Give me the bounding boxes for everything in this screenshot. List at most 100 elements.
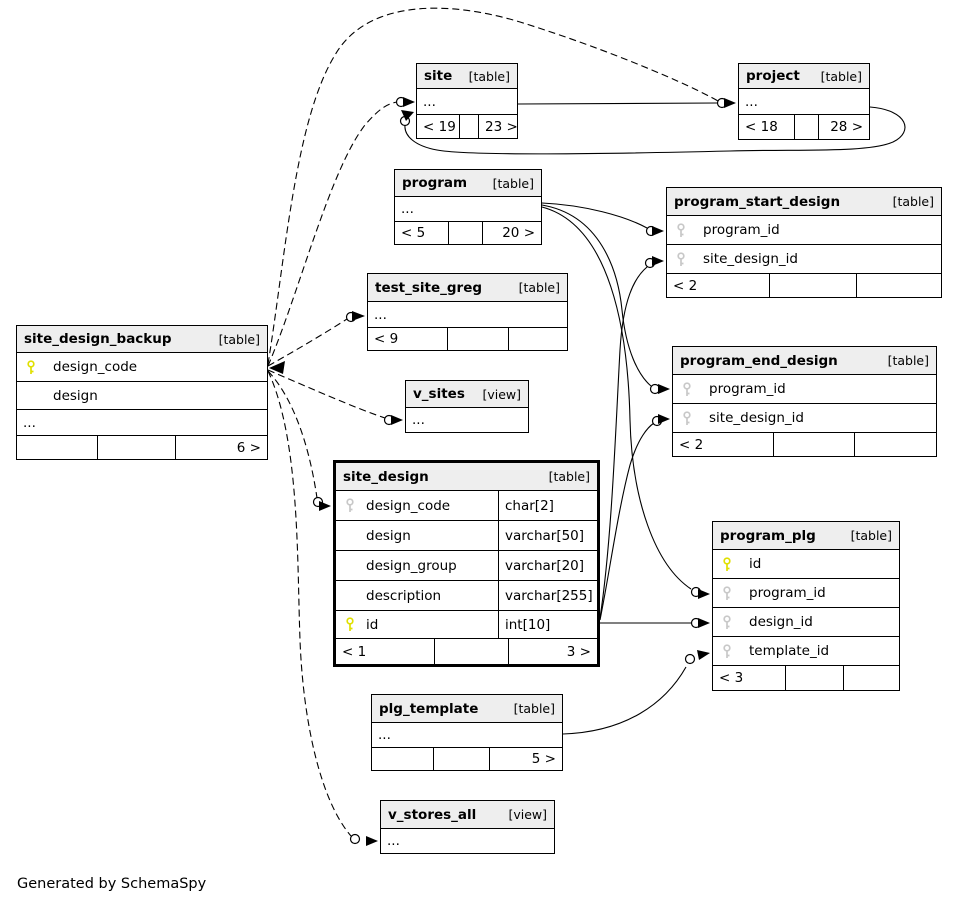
ellipsis-row: ... (368, 302, 567, 328)
column-name: design (366, 527, 411, 544)
column-name: design_code (53, 359, 138, 375)
table-test-site-greg[interactable]: test_site_greg [table] ... < 9 (367, 273, 568, 351)
ellipsis-row: ... (412, 412, 425, 428)
primary-key-icon (342, 617, 358, 632)
ellipsis-row: ... (372, 723, 562, 748)
primary-key-icon (719, 556, 735, 572)
parents-count: < 2 (679, 436, 704, 453)
column-row: id (713, 550, 899, 579)
column-row: design_id (713, 608, 899, 637)
column-name: site_design_id (703, 251, 798, 267)
column-row: design (17, 382, 267, 410)
table-kind: [table] (892, 194, 934, 209)
table-kind: [view] (482, 386, 521, 402)
table-site[interactable]: site [table] ... < 19 23 > (416, 63, 518, 139)
degree-footer: < 18 28 > (739, 115, 869, 139)
table-kind: [table] (548, 469, 590, 484)
footer-spacer (448, 222, 482, 244)
table-name: plg_template (379, 700, 479, 717)
table-name: program_plg (720, 527, 816, 544)
column-name: id (366, 616, 379, 633)
table-name: program (402, 175, 468, 191)
foreign-key-icon (342, 498, 358, 513)
footer-spacer (433, 748, 489, 770)
column-name: template_id (749, 643, 830, 659)
table-v-stores-all[interactable]: v_stores_all [view] ... (380, 800, 555, 854)
ellipsis-row: ... (387, 833, 400, 849)
footer-spacer (459, 115, 478, 138)
table-project[interactable]: project [table] ... < 18 28 > (738, 63, 870, 140)
primary-key-icon (23, 359, 39, 375)
ellipsis-row: ... (417, 89, 517, 115)
parents-count: < 3 (719, 670, 744, 686)
foreign-key-icon (679, 381, 695, 397)
table-kind: [table] (850, 528, 892, 543)
footer-spacer (773, 433, 854, 456)
column-row: design_group varchar[20] (336, 551, 597, 581)
parents-count: < 9 (374, 331, 399, 347)
column-row: description varchar[255] (336, 581, 597, 611)
foreign-key-icon (679, 410, 695, 426)
children-count (854, 433, 936, 456)
column-name: program_id (749, 585, 826, 601)
table-kind: [table] (218, 331, 260, 347)
children-count: 28 > (818, 115, 869, 139)
column-row: site_design_id (673, 404, 936, 433)
table-kind: [table] (492, 175, 534, 191)
degree-footer: < 2 (673, 433, 936, 456)
table-name: site_design_backup (24, 331, 172, 347)
degree-footer: < 9 (368, 328, 567, 350)
children-count: 23 > (478, 115, 524, 138)
table-program-start-design[interactable]: program_start_design [table] program_id … (666, 187, 942, 298)
foreign-key-icon (673, 222, 689, 238)
table-site-design[interactable]: site_design [table] design_code char[2] … (333, 460, 600, 667)
table-program-plg[interactable]: program_plg [table] id program_id design… (712, 521, 900, 691)
column-name: program_id (703, 222, 780, 238)
footer-spacer (769, 274, 856, 297)
column-type: char[2] (498, 491, 597, 520)
table-name: program_end_design (680, 352, 838, 369)
degree-footer: < 1 3 > (336, 639, 597, 664)
children-count (856, 274, 941, 297)
column-row: design varchar[50] (336, 521, 597, 551)
table-program-end-design[interactable]: program_end_design [table] program_id si… (672, 346, 937, 457)
table-kind: [table] (468, 68, 510, 84)
table-name: site_design (343, 468, 429, 485)
table-program[interactable]: program [table] ... < 5 20 > (394, 169, 542, 245)
column-name: description (366, 587, 442, 604)
degree-footer: 5 > (372, 748, 562, 770)
footer-spacer (794, 115, 818, 139)
column-name: id (749, 556, 762, 572)
table-v-sites[interactable]: v_sites [view] ... (405, 380, 529, 433)
column-row: program_id (667, 216, 941, 245)
ellipsis-row: ... (395, 197, 541, 222)
parents-count: < 19 (423, 118, 456, 135)
children-count: 3 > (508, 639, 597, 664)
real-edges (404, 102, 906, 735)
foreign-key-icon (673, 251, 689, 267)
degree-footer: < 2 (667, 274, 941, 297)
column-row: id int[10] (336, 611, 597, 639)
parents-count: < 18 (745, 119, 778, 135)
foreign-key-icon (719, 614, 735, 630)
foreign-key-icon (719, 585, 735, 601)
column-name: design_code (366, 497, 451, 514)
degree-footer: < 19 23 > (417, 115, 518, 138)
table-name: project (746, 68, 800, 84)
table-name: v_sites (413, 386, 465, 402)
degree-footer: 6 > (17, 436, 267, 459)
table-plg-template[interactable]: plg_template [table] ... 5 > (371, 694, 563, 771)
column-row: design_code char[2] (336, 491, 597, 521)
children-count (508, 328, 567, 350)
parents-count: < 2 (673, 277, 698, 294)
children-count: 5 > (489, 748, 562, 770)
table-kind: [table] (820, 68, 862, 84)
column-name: design_id (749, 614, 813, 630)
table-kind: [table] (513, 701, 555, 716)
table-site-design-backup[interactable]: site_design_backup [table] design_code d… (16, 325, 268, 460)
parents-count (17, 436, 97, 459)
table-kind: [table] (518, 280, 560, 295)
table-kind: [view] (508, 807, 547, 822)
table-name: program_start_design (674, 193, 841, 210)
